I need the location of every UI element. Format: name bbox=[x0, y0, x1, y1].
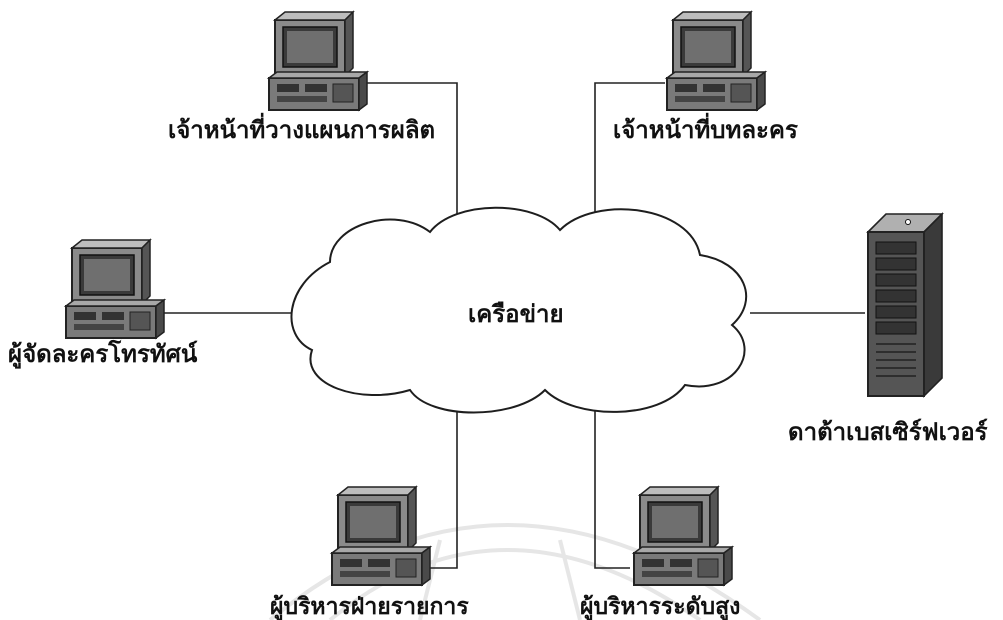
computer-icon-senior-manager bbox=[633, 486, 733, 586]
node-label-tv-producer: ผู้จัดละครโทรทัศน์ bbox=[8, 340, 198, 368]
connection-lines bbox=[158, 82, 865, 569]
computer-icon-planning bbox=[268, 11, 368, 111]
link-program-manager bbox=[428, 380, 458, 569]
link-script bbox=[594, 82, 665, 222]
computer-icon-tv-producer bbox=[65, 239, 165, 339]
node-label-script: เจ้าหน้าที่บทละคร bbox=[613, 116, 798, 144]
computer-icon-script bbox=[666, 11, 766, 111]
server-tower-icon bbox=[866, 212, 944, 398]
link-planning bbox=[360, 82, 458, 222]
network-label: เครือข่าย bbox=[468, 300, 564, 328]
node-label-db-server: ดาต้าเบสเซิร์ฟเวอร์ bbox=[788, 418, 988, 446]
computer-icon-program-manager bbox=[331, 486, 431, 586]
node-label-program-manager: ผู้บริหารฝ่ายรายการ bbox=[270, 594, 469, 620]
node-label-senior-manager: ผู้บริหารระดับสูง bbox=[580, 594, 741, 620]
node-label-planning: เจ้าหน้าที่วางแผนการผลิต bbox=[168, 116, 436, 144]
link-senior-manager bbox=[594, 380, 630, 569]
network-cloud-shape bbox=[290, 206, 748, 414]
